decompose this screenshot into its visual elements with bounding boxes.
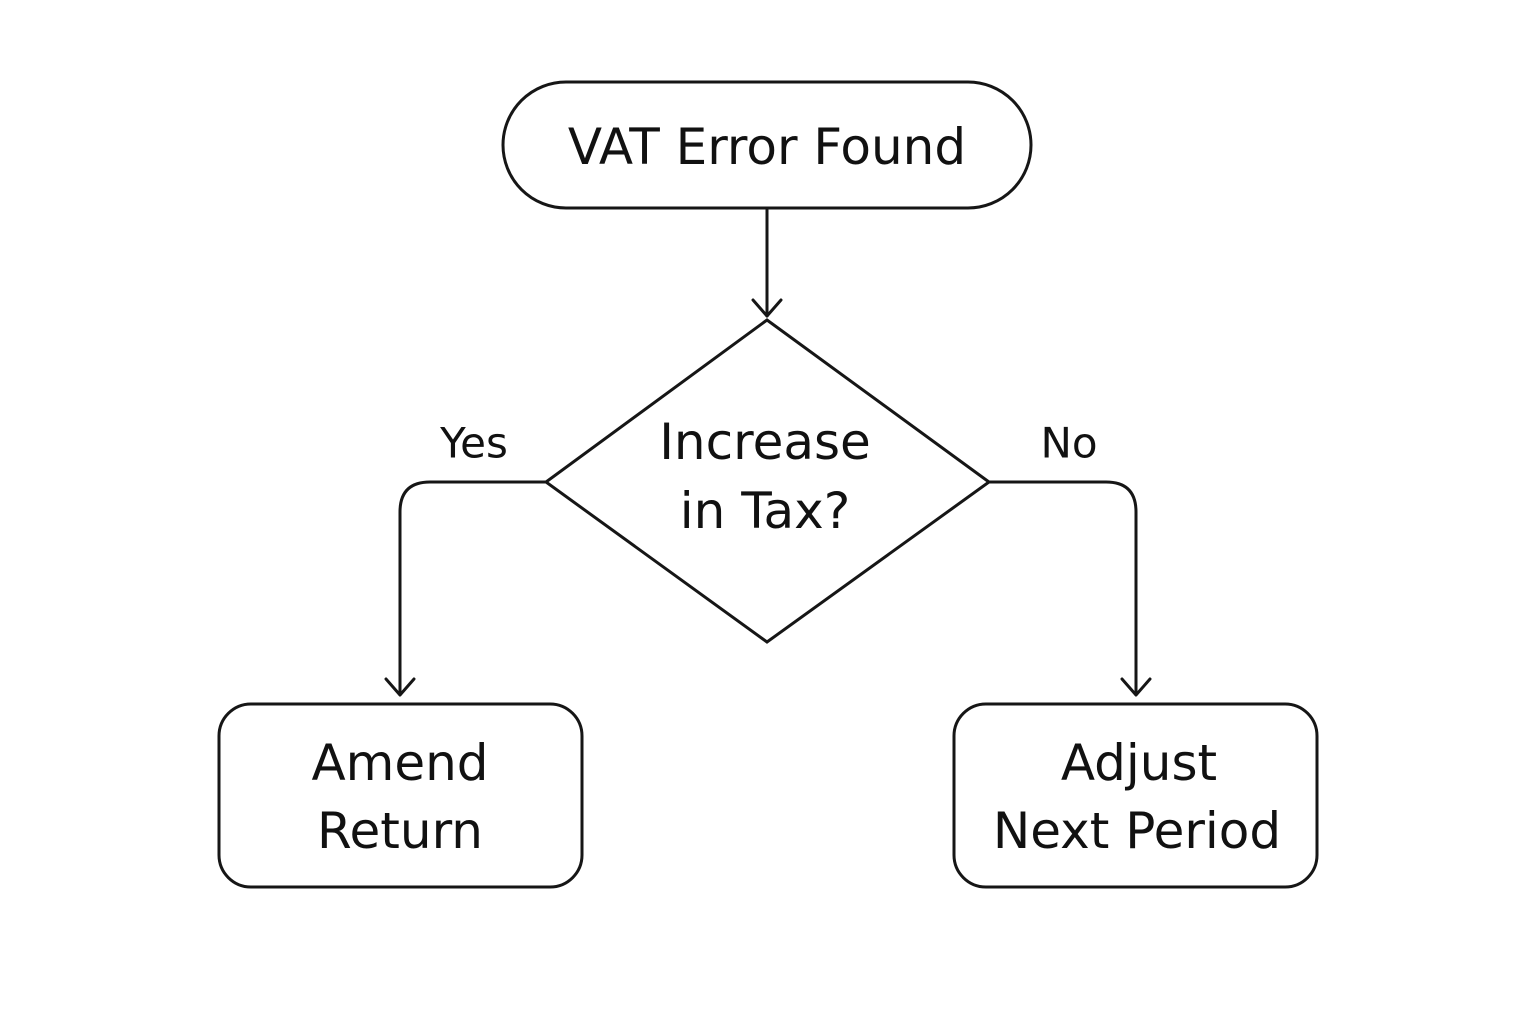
- yes-branch-connector: [384, 480, 548, 697]
- decision-node: Increase in Tax?: [543, 318, 992, 644]
- amend-return-label-line2: Return: [317, 802, 483, 860]
- amend-return-node-shape: [217, 702, 584, 889]
- yes-branch-label: Yes: [439, 419, 508, 468]
- adjust-next-period-node-shape: [952, 702, 1319, 889]
- no-branch-label: No: [1040, 419, 1097, 468]
- start-node: VAT Error Found: [501, 80, 1033, 210]
- adjust-next-period-node: Adjust Next Period: [952, 702, 1319, 889]
- decision-node-shape: [543, 318, 992, 644]
- adjust-next-period-label-line2: Next Period: [993, 802, 1281, 860]
- decision-label-line2: in Tax?: [680, 482, 851, 540]
- amend-return-label-line1: Amend: [311, 734, 488, 792]
- decision-label-line1: Increase: [659, 413, 871, 471]
- start-node-label: VAT Error Found: [568, 118, 966, 176]
- no-branch-connector: [987, 480, 1152, 697]
- adjust-next-period-label-line1: Adjust: [1061, 734, 1217, 792]
- arrow-start-to-decision: [751, 208, 783, 318]
- start-node-shape: [501, 80, 1033, 210]
- amend-return-node: Amend Return: [217, 702, 584, 889]
